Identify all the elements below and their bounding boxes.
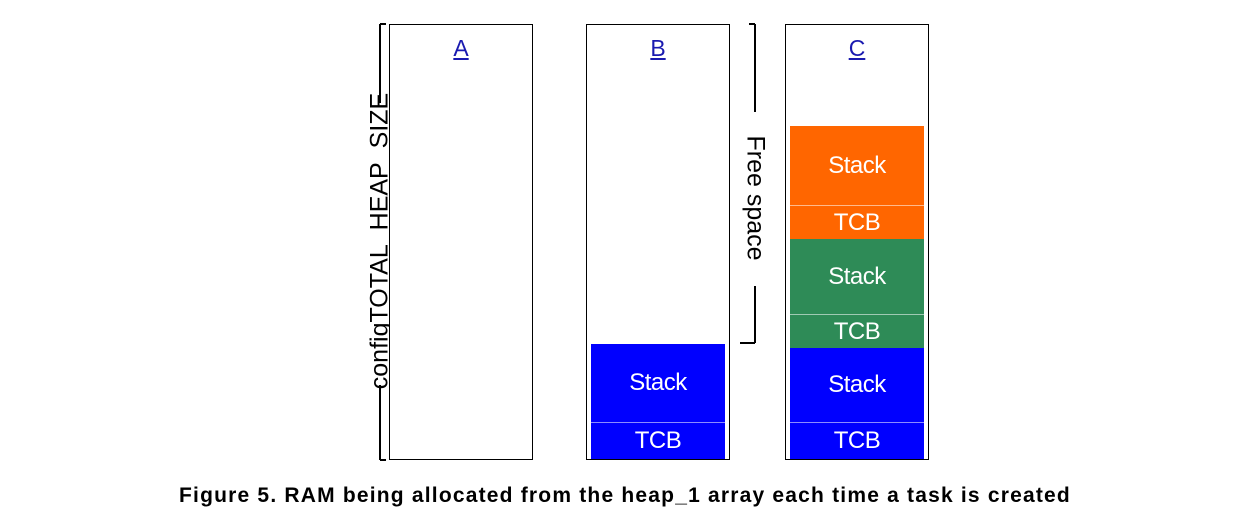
figure-caption: Figure 5. RAM being allocated from the h… xyxy=(179,484,1071,507)
task3-stack-block: Stack xyxy=(790,126,924,205)
free-space-bracket xyxy=(740,23,756,344)
task1-tcb-block: TCB xyxy=(591,422,725,459)
task3-tcb-block: TCB xyxy=(790,205,924,239)
heap-column-b: B Stack TCB xyxy=(586,24,730,460)
task1-stack-block: Stack xyxy=(591,344,725,422)
column-a-label[interactable]: A xyxy=(453,35,469,61)
column-b-label[interactable]: B xyxy=(650,35,666,61)
column-c-label[interactable]: C xyxy=(848,35,866,61)
free-space-label: Free space xyxy=(741,135,770,261)
heap-column-a: A xyxy=(389,24,533,460)
heap-size-bracket xyxy=(379,23,386,461)
task2-stack-block: Stack xyxy=(790,239,924,314)
task2-tcb-block: TCB xyxy=(790,314,924,348)
task1-tcb-block-c: TCB xyxy=(790,422,924,459)
heap-column-c: C Stack TCB Stack TCB Stack TCB xyxy=(785,24,929,460)
task1-stack-block-c: Stack xyxy=(790,348,924,422)
